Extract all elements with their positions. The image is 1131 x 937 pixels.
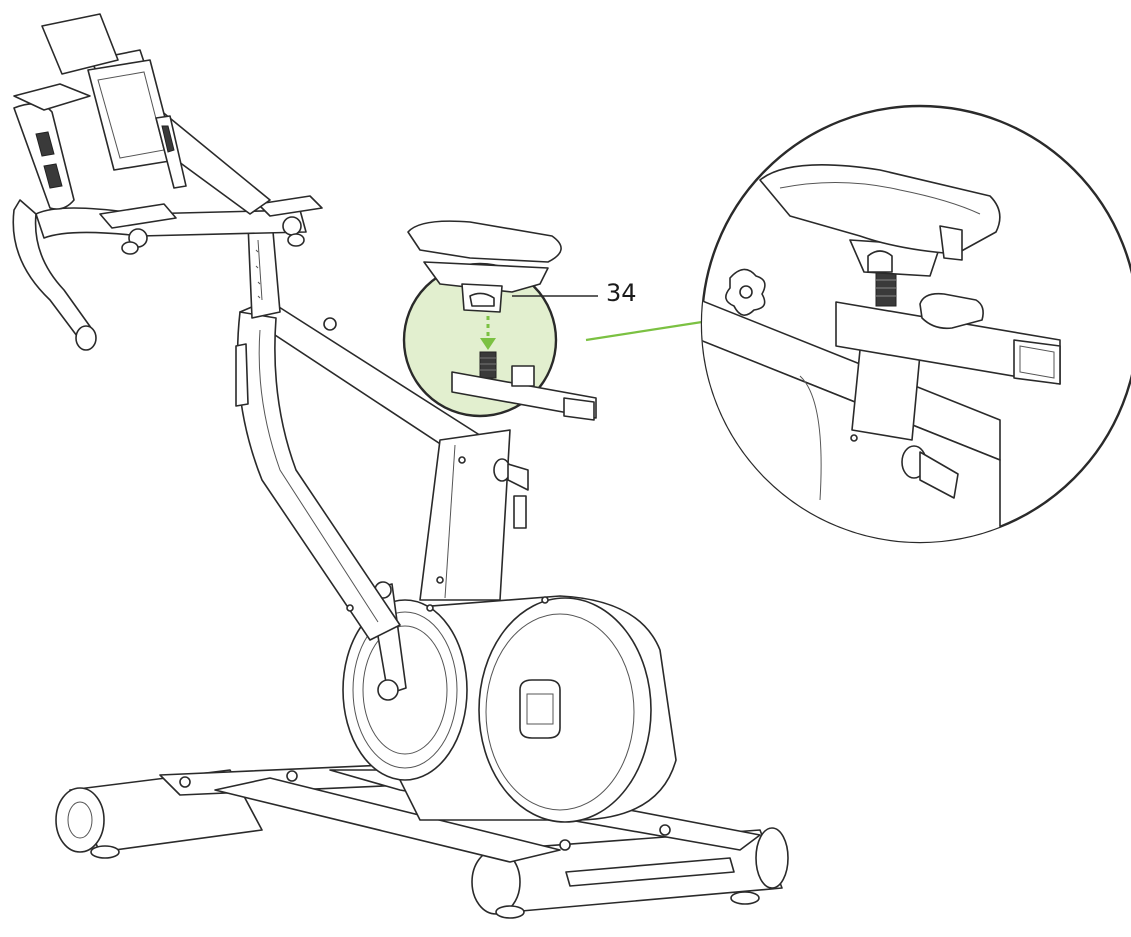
main-saddle (407, 220, 562, 263)
detail-highlight-circle (402, 261, 598, 421)
flywheel-housing (342, 581, 677, 823)
zoomed-detail-circle (700, 104, 1131, 544)
main-frame (235, 219, 529, 641)
connector-line (585, 320, 703, 342)
part-number-label: 34 (606, 279, 637, 307)
handlebars-console (12, 13, 323, 351)
